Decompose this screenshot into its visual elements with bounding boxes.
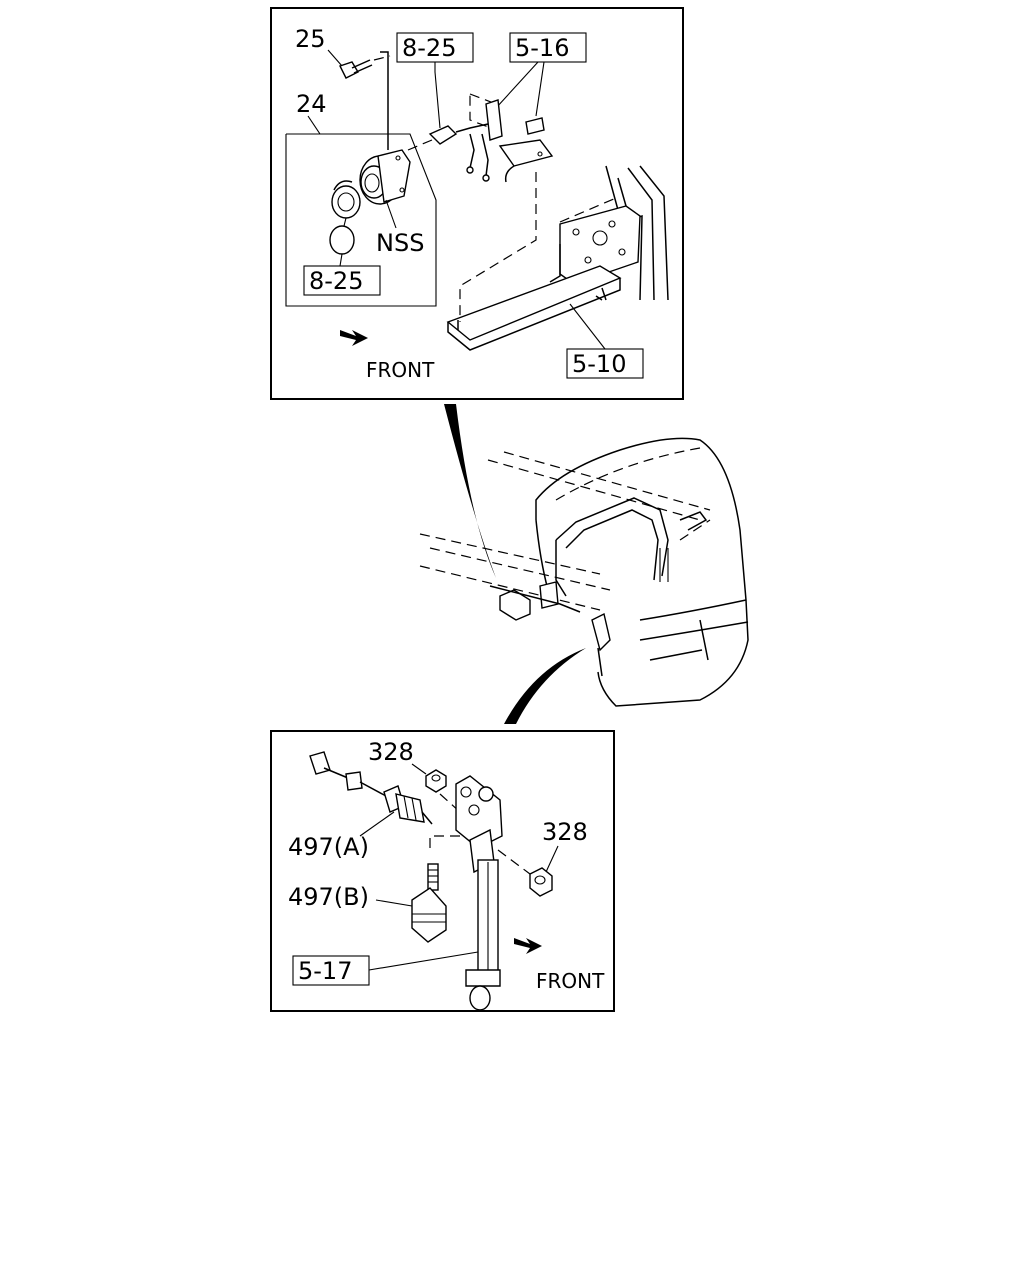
trailer-socket [359,149,411,205]
switch-497a [383,785,433,825]
harness-connector [407,123,490,182]
leader-24 [307,115,321,135]
label-nss: NSS [376,229,424,257]
callout-8-25-lower: 8-25 [309,267,363,295]
front-label-bottom: FRONT [536,969,605,993]
group-24-box [285,133,437,307]
callout-5-16: 5-16 [515,34,569,62]
leader-497b [375,899,413,907]
front-arrow-icon [514,938,542,954]
callout-497a: 497(A) [288,833,369,861]
leader-5-17 [368,951,479,971]
cab-outline [535,437,749,707]
vehicle-overview [419,404,749,724]
callout-5-17: 5-17 [298,957,352,985]
callout-328-right: 328 [542,818,588,846]
nut-328-right [529,867,553,897]
callout-8-25-top: 8-25 [402,34,456,62]
leader-nss [385,199,397,229]
callout-5-10: 5-10 [572,350,626,378]
leader-328-right [545,845,559,873]
front-bar [555,497,669,577]
switch-cable [309,751,387,797]
leader-5-16-b [535,61,545,117]
socket-cap [329,180,361,255]
bolt-25 [339,59,373,79]
leader-5-16-a [495,61,539,109]
pointer-top [444,404,496,578]
leader-25 [327,49,343,67]
callout-25: 25 [295,25,326,53]
pointer-bottom [504,648,586,724]
bottom-detail-panel: 497(A) 328 328 [270,730,615,1012]
callout-328-top: 328 [368,738,414,766]
leader-497a [359,811,395,837]
nut-328-top [425,769,447,793]
leader-328-top [411,763,427,775]
leader-8-25-top [434,62,441,129]
frame-crossmember [446,165,669,351]
lever-bracket [455,775,503,1011]
bracket-5-16 [469,93,554,183]
front-arrow-icon [340,330,368,346]
front-label-top: FRONT [366,358,435,382]
callout-24: 24 [296,90,327,118]
leader-5-10 [569,303,606,350]
top-detail-panel: 25 8-25 5-16 [270,7,684,400]
callout-497b: 497(B) [288,883,369,911]
leader-8-25-lower [339,253,343,267]
switch-497b [411,863,447,943]
